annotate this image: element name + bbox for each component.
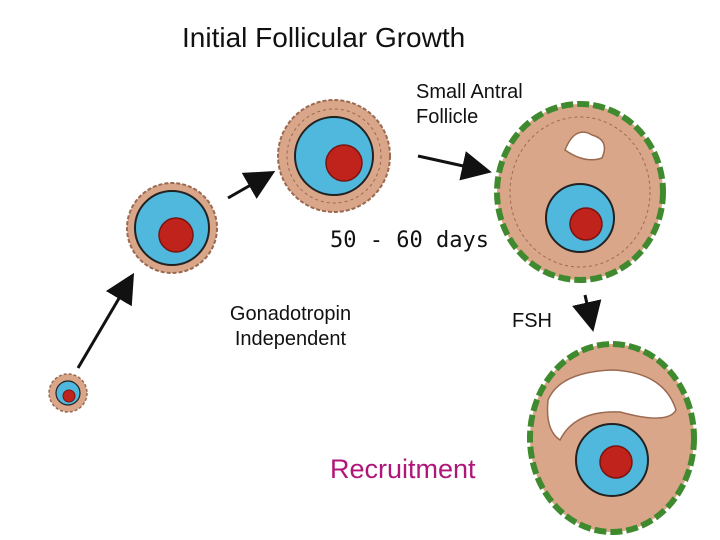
secondary-follicle-icon xyxy=(277,99,391,213)
arrow-icon xyxy=(572,294,602,332)
primordial-follicle-icon xyxy=(48,373,88,413)
antral-follicle-icon xyxy=(527,341,697,535)
arrow-icon xyxy=(76,272,135,369)
small-antral-label: Small Antral Follicle xyxy=(416,81,523,128)
duration-label: 50 - 60 days xyxy=(330,228,489,253)
small-antral-follicle-icon xyxy=(494,101,666,283)
gonadotropin-label: Gonadotropin Independent xyxy=(229,303,352,350)
primary-follicle-icon xyxy=(126,182,218,274)
recruitment-label: Recruitment xyxy=(330,454,476,484)
fsh-label: FSH xyxy=(512,310,552,332)
diagram-title: Initial Follicular Growth xyxy=(182,22,466,53)
arrow-icon xyxy=(417,151,492,181)
arrow-icon xyxy=(227,171,276,200)
